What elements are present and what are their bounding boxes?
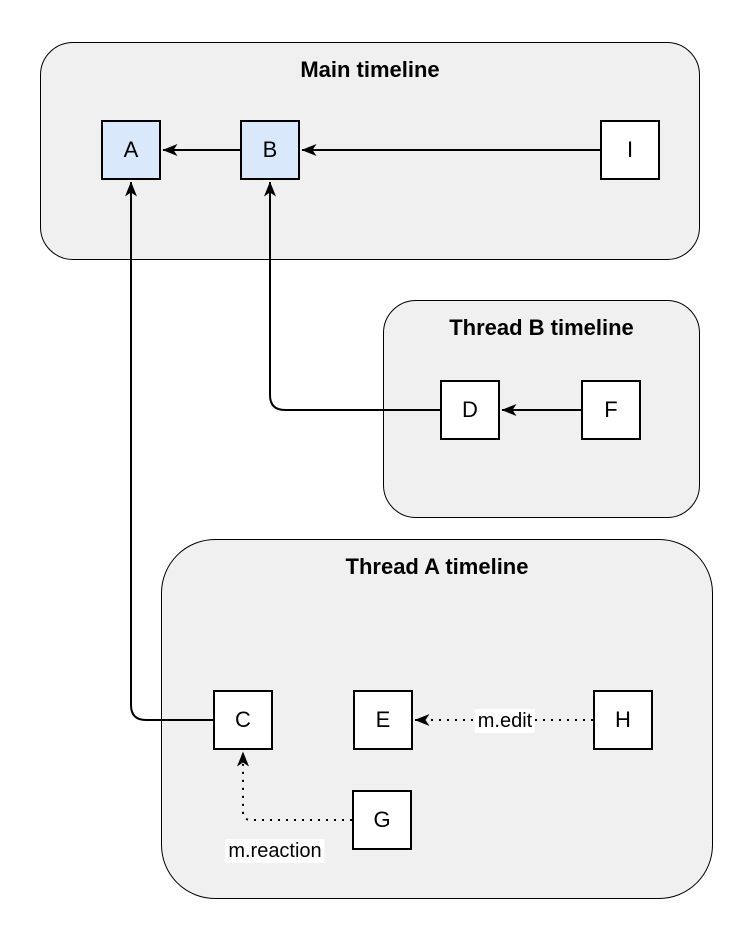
- node-A: A: [101, 120, 161, 180]
- node-E: E: [353, 690, 413, 750]
- node-C: C: [213, 690, 273, 750]
- node-H-label: H: [615, 707, 631, 732]
- node-I-label: I: [626, 137, 634, 162]
- node-F: F: [581, 380, 641, 440]
- main-timeline-title: Main timeline: [300, 57, 440, 82]
- relation-label-m-edit: m.edit: [474, 709, 536, 733]
- node-D: D: [440, 380, 500, 440]
- node-B: B: [240, 120, 300, 180]
- node-D-label: D: [462, 397, 478, 422]
- node-C-label: C: [235, 707, 251, 732]
- node-F-label: F: [604, 397, 618, 422]
- container-thread-b-timeline: Thread B timeline: [383, 300, 700, 518]
- node-G-label: G: [373, 807, 391, 832]
- thread-b-timeline-title: Thread B timeline: [449, 315, 634, 340]
- thread-a-timeline-title: Thread A timeline: [345, 554, 529, 579]
- relation-label-m-reaction: m.reaction: [225, 839, 325, 863]
- node-G: G: [352, 790, 412, 850]
- node-H: H: [593, 690, 653, 750]
- node-B-label: B: [262, 137, 278, 162]
- node-A-label: A: [123, 137, 139, 162]
- node-E-label: E: [375, 707, 391, 732]
- node-I: I: [600, 120, 660, 180]
